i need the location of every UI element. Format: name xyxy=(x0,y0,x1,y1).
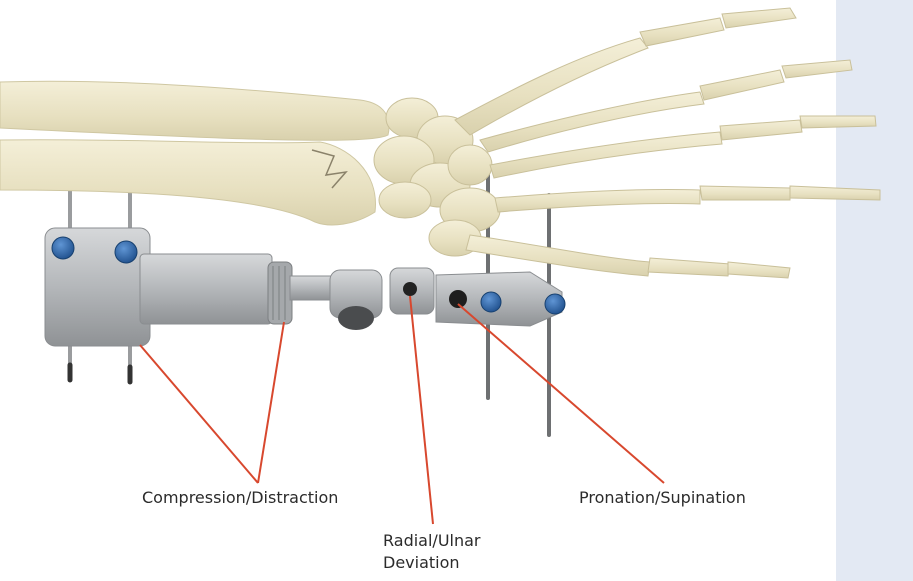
label-radial-ulnar-deviation: Radial/Ulnar Deviation xyxy=(383,530,481,574)
label-radial-line2: Deviation xyxy=(383,552,481,574)
leader-radial xyxy=(410,296,433,524)
leader-compression-2 xyxy=(258,322,284,483)
leader-compression-1 xyxy=(140,345,258,483)
label-radial-line1: Radial/Ulnar xyxy=(383,530,481,552)
side-panel xyxy=(836,0,913,581)
finger-bones xyxy=(455,8,880,278)
label-compression-distraction: Compression/Distraction xyxy=(142,487,338,509)
label-pronation-supination: Pronation/Supination xyxy=(579,487,746,509)
forearm-bones xyxy=(0,81,389,225)
